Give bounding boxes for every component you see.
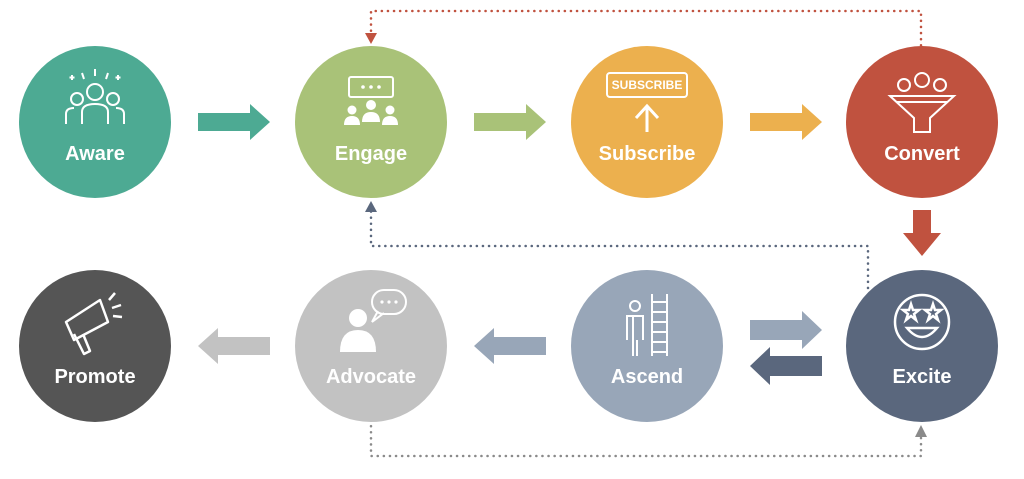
node-aware: Aware <box>19 46 171 198</box>
megaphone-icon <box>64 292 123 356</box>
node-advocate: Advocate <box>295 270 447 422</box>
subscribe-icon-text: SUBSCRIBE <box>612 78 683 92</box>
ladder-climb-icon <box>626 294 668 356</box>
arrow-ascend-to-excite <box>750 311 822 349</box>
group-people-icon <box>65 69 125 124</box>
node-label-ascend: Ascend <box>611 366 683 388</box>
arrow-subscribe-to-convert <box>750 104 822 140</box>
flow-arrows <box>198 104 941 385</box>
node-excite: Excite <box>846 270 998 422</box>
excite-to-engage-arrowhead <box>365 201 377 212</box>
node-engage: Engage <box>295 46 447 198</box>
node-label-subscribe: Subscribe <box>599 143 696 165</box>
arrow-ascend-to-advocate <box>474 328 546 364</box>
node-label-aware: Aware <box>65 143 125 165</box>
node-subscribe: SUBSCRIBE Subscribe <box>571 46 723 198</box>
advocate-to-excite-dotted-line <box>369 418 923 458</box>
subscribe-button-icon: SUBSCRIBE <box>606 72 688 132</box>
node-ascend: Ascend <box>571 270 723 422</box>
advocate-to-excite-arrowhead <box>915 425 927 437</box>
funnel-coins-icon <box>887 72 957 133</box>
node-label-promote: Promote <box>54 366 135 388</box>
node-promote: Promote <box>19 270 171 422</box>
arrow-excite-to-ascend <box>750 347 822 385</box>
node-label-excite: Excite <box>893 366 952 388</box>
speech-person-icon <box>340 289 407 352</box>
convert-to-engage-arrowhead <box>365 33 377 44</box>
star-eyes-face-icon <box>893 293 951 351</box>
arrow-engage-to-subscribe <box>474 104 546 140</box>
node-label-advocate: Advocate <box>326 366 416 388</box>
node-label-convert: Convert <box>884 143 960 165</box>
presentation-audience-icon <box>344 76 398 125</box>
node-label-engage: Engage <box>335 143 407 165</box>
arrow-aware-to-engage <box>198 104 270 140</box>
convert-to-engage-dotted-line <box>369 9 923 90</box>
node-convert: Convert <box>846 46 998 198</box>
feedback-lines <box>365 9 927 458</box>
arrow-convert-to-excite <box>903 210 941 256</box>
arrow-advocate-to-promote <box>198 328 270 364</box>
